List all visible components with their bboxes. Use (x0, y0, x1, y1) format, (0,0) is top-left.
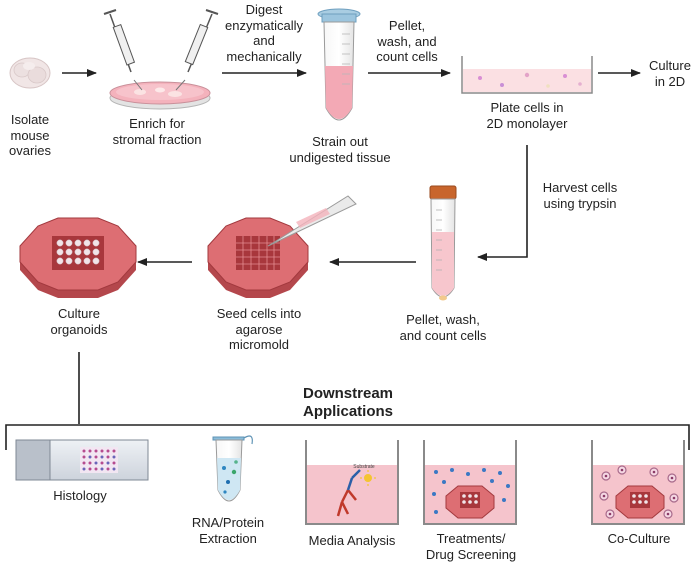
label-histology: Histology (53, 488, 107, 503)
substrate-icon (360, 470, 376, 486)
strainer-tube-icon (317, 8, 361, 121)
pipette-tip-icon (267, 195, 357, 247)
organoid-mold-icon (19, 217, 137, 298)
arrows (5, 69, 690, 450)
media-well-icon (305, 440, 399, 525)
conical-tube-icon (429, 185, 457, 301)
ovaries-icon (9, 57, 51, 89)
micromold-icon (207, 217, 309, 298)
culture-flask-icon (461, 56, 593, 94)
histology-slide-icon (15, 439, 149, 481)
petri-dish-icon (109, 81, 211, 110)
treatment-well-icon (423, 440, 517, 525)
coculture-well-icon (591, 440, 685, 525)
syringe-icon (175, 9, 219, 91)
label-treatments: Treatments/Drug Screening (425, 531, 517, 562)
downstream-bracket (5, 424, 690, 450)
label-pellet-mid: Pellet, wash,and count cells (399, 312, 487, 343)
antibody-icon (336, 489, 357, 517)
microtube-icon (212, 435, 253, 502)
substrate-label: Substrate (353, 464, 375, 470)
syringe-icon (103, 9, 143, 91)
label-media-analysis: Media Analysis (308, 533, 396, 548)
arrow-harvest (477, 145, 528, 261)
label-coculture: Co-Culture (607, 531, 671, 546)
